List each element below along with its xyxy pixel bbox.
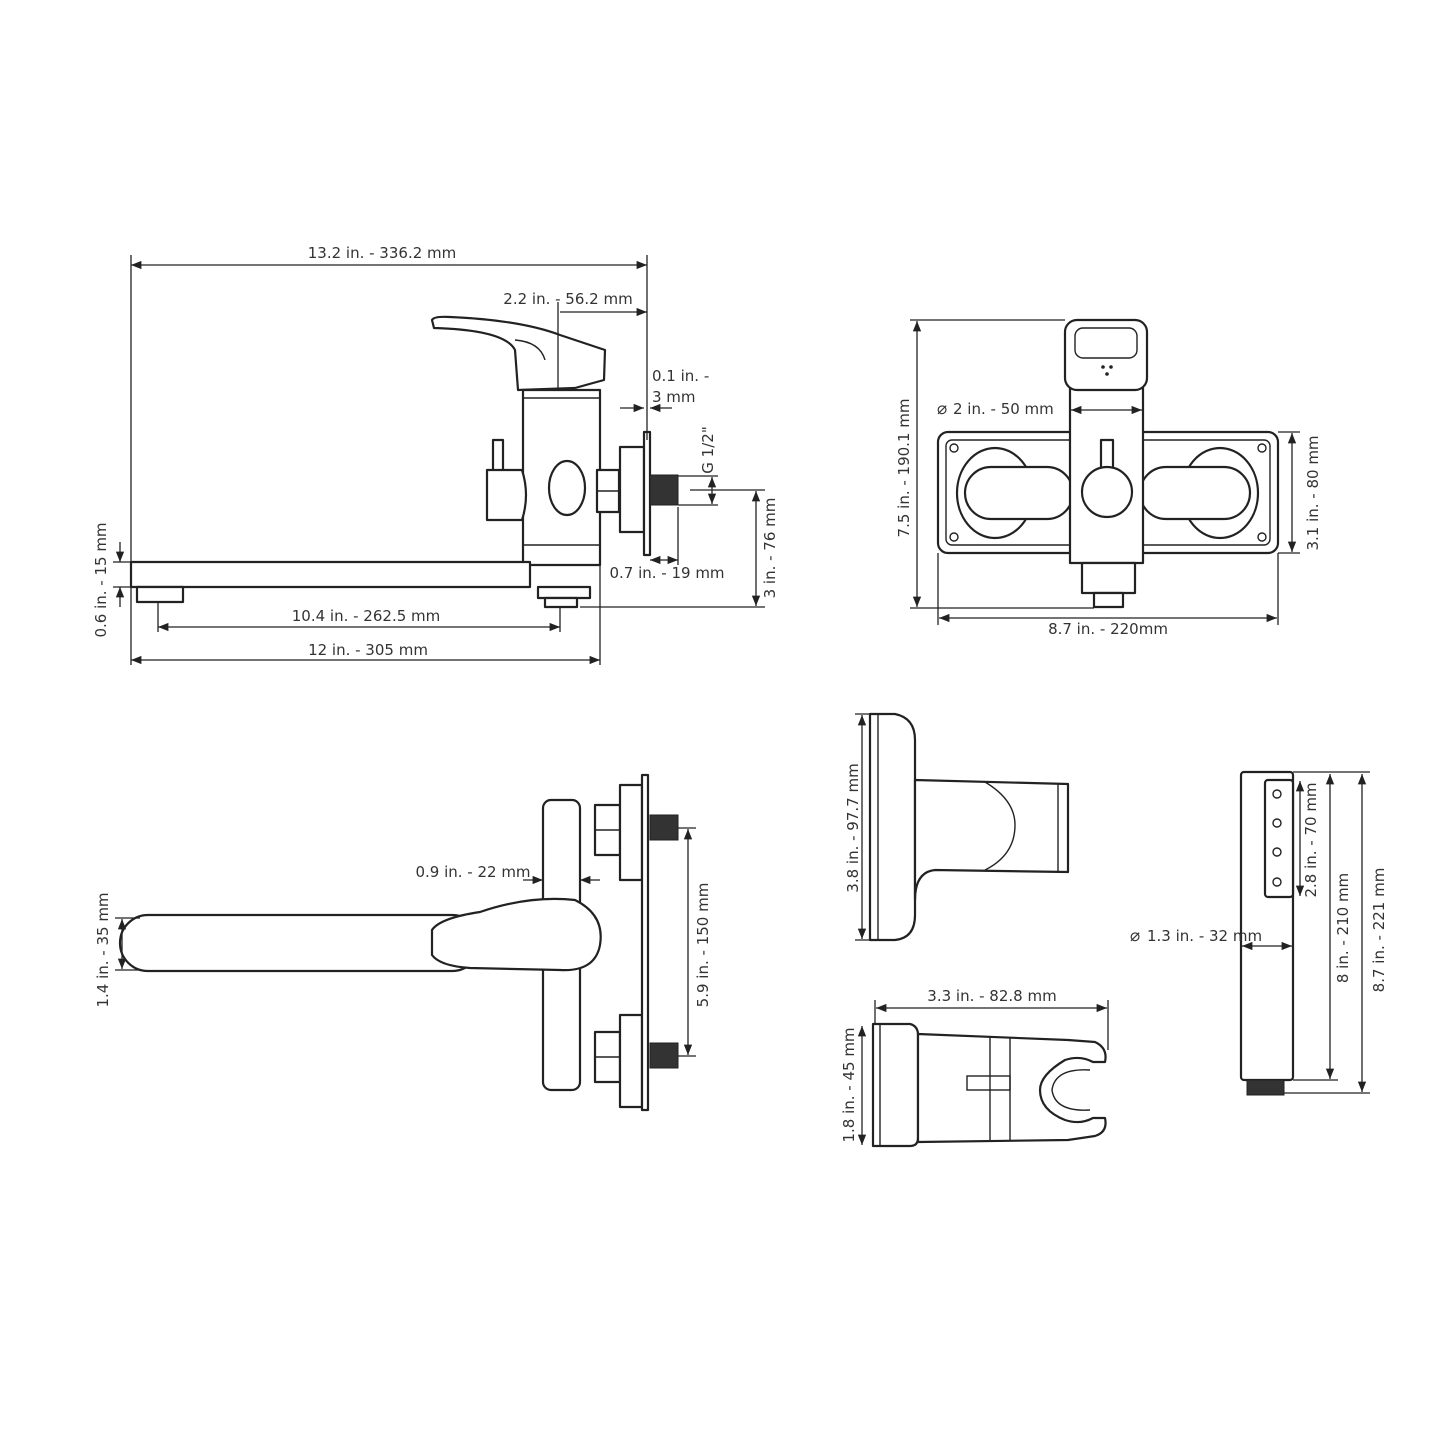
faucet-top-drawing — [118, 773, 679, 1112]
height-label: 7.5 in. - 190.1 mm — [895, 399, 913, 538]
overall-length-label: 13.2 in. - 336.2 mm — [308, 244, 457, 262]
lower-escutcheon — [618, 1013, 644, 1109]
diameter-symbol: ⌀ — [1130, 926, 1140, 946]
outlet — [536, 585, 592, 600]
body-length-label: 8 in. - 210 mm — [1334, 873, 1352, 983]
diverter-knob — [1080, 465, 1134, 519]
wall-plate — [642, 430, 652, 557]
diverter-pin — [1099, 438, 1115, 472]
right-arm — [1138, 465, 1252, 521]
aerator — [135, 585, 185, 604]
diameter-symbol: ⌀ — [937, 399, 947, 419]
spout-reach-label: 10.4 in. - 262.5 mm — [292, 607, 441, 625]
plate-thickness-label-2: 3 mm — [652, 388, 696, 406]
handle-offset-label: 2.2 in. - 56.2 mm — [503, 290, 632, 308]
upper-thread — [649, 814, 679, 841]
hose-connector — [1246, 1079, 1285, 1096]
lever-handle-top — [430, 897, 602, 972]
holder-wall-plate — [868, 712, 917, 942]
faucet-front-drawing — [936, 318, 1280, 609]
lever-handle — [430, 315, 607, 392]
outlet-nozzle — [1092, 591, 1125, 609]
centers-label: 5.9 in. - 150 mm — [694, 883, 712, 1008]
outlet-nozzle — [543, 596, 579, 609]
diameter-label: 2 in. - 50 mm — [953, 400, 1054, 418]
escutcheon — [618, 445, 646, 534]
upper-escutcheon — [618, 783, 644, 882]
holder-height-label: 3.8 in. - 97.7 mm — [844, 763, 862, 892]
top-view: 0.9 in. - 22 mm 1.4 in. - 35 mm 5.9 in. … — [94, 773, 712, 1112]
plate-thickness-label-1: 0.1 in. - — [652, 367, 709, 385]
diverter-knob — [485, 468, 528, 522]
thread-label: G 1/2" — [699, 426, 717, 473]
holder-arm — [913, 778, 1070, 902]
thread — [649, 474, 679, 506]
body-width-label: 0.9 in. - 22 mm — [415, 863, 530, 881]
spout-length-label: 12 in. - 305 mm — [308, 641, 428, 659]
lower-thread — [649, 1042, 679, 1069]
lever-top — [1063, 318, 1149, 392]
front-view: 7.5 in. - 190.1 mm ⌀ 2 in. - 50 mm 3.1 i… — [895, 318, 1322, 638]
holder-cradle-arm — [916, 1032, 1107, 1144]
outlet — [1080, 561, 1137, 595]
holder-top-view: 3.3 in. - 82.8 mm 1.8 in. - 45 mm — [840, 987, 1109, 1148]
plate-width-label: 8.7 in. - 220mm — [1048, 620, 1168, 638]
outlet-drop-label: 3 in. - 76 mm — [761, 498, 779, 599]
spray-face — [1263, 778, 1295, 899]
side-view: 13.2 in. - 336.2 mm 2.2 in. - 56.2 mm 0.… — [92, 244, 779, 665]
faucet-side-drawing — [129, 315, 679, 609]
front-dimensions: 7.5 in. - 190.1 mm ⌀ 2 in. - 50 mm 3.1 i… — [895, 319, 1322, 638]
eccentric-ball — [547, 459, 587, 517]
holder-width-label: 1.8 in. - 45 mm — [840, 1027, 858, 1142]
holder-side-view: 3.8 in. - 97.7 mm — [844, 712, 1070, 942]
hand-shower-view: 2.8 in. - 70 mm 8 in. - 210 mm 8.7 in. -… — [1130, 770, 1388, 1096]
spout-top — [118, 913, 482, 973]
thread-length-label: 0.7 in. - 19 mm — [609, 564, 724, 582]
plate-height-label: 3.1 in. - 80 mm — [1304, 435, 1322, 550]
hand-shower-diameter-label: 1.3 in. - 32 mm — [1147, 927, 1262, 945]
spout-height-label: 0.6 in. - 15 mm — [92, 522, 110, 637]
side-dimensions: 13.2 in. - 336.2 mm 2.2 in. - 56.2 mm 0.… — [92, 244, 779, 665]
top-dimensions: 0.9 in. - 22 mm 1.4 in. - 35 mm 5.9 in. … — [94, 827, 712, 1057]
spout-width-label: 1.4 in. - 35 mm — [94, 892, 112, 1007]
spray-face-label: 2.8 in. - 70 mm — [1302, 782, 1320, 897]
holder-depth-label: 3.3 in. - 82.8 mm — [927, 987, 1056, 1005]
total-length-label: 8.7 in. - 221 mm — [1370, 868, 1388, 993]
left-arm — [963, 465, 1075, 521]
spout — [129, 560, 532, 589]
diverter-pin — [491, 438, 505, 474]
wall-plate — [640, 773, 650, 1112]
